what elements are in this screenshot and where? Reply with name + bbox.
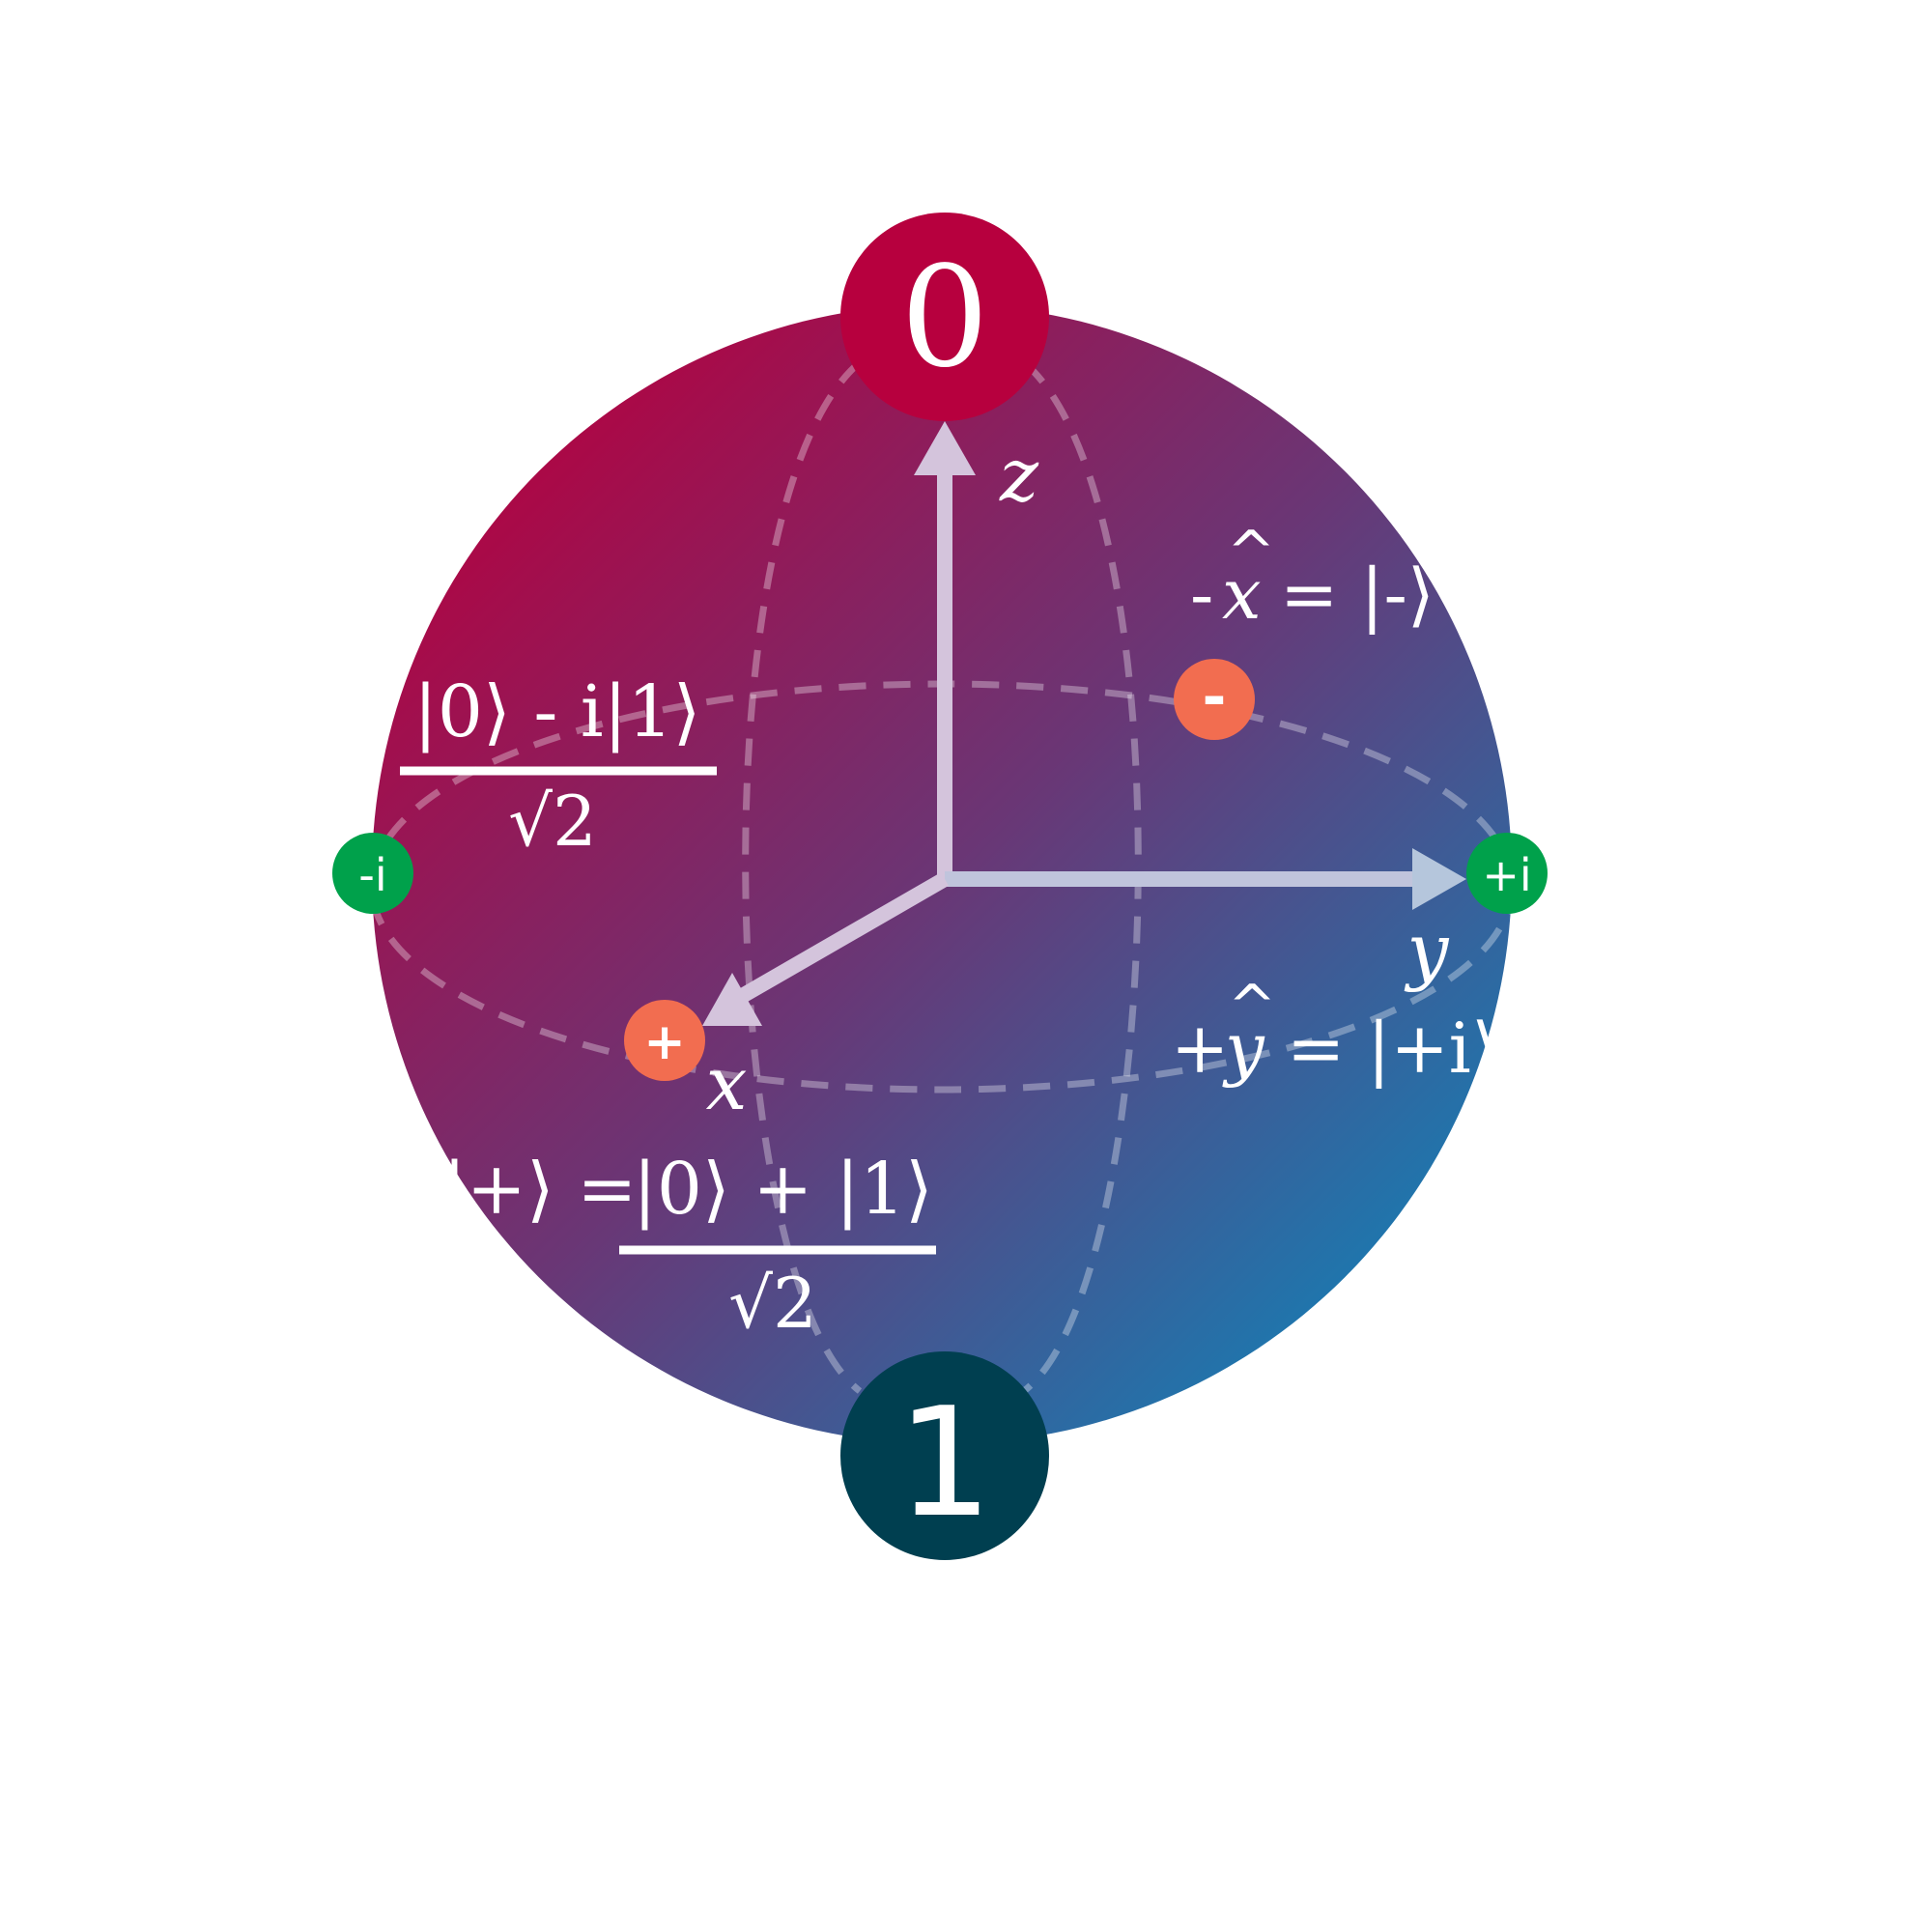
x-axis-arrowhead [702,973,762,1026]
z-axis-arrowhead [914,421,976,475]
plus-y-prefix: + [1171,1008,1229,1089]
axes [702,421,1466,1026]
plus-y-axis-symbol: y [1222,1008,1265,1089]
minus-i-state-formula: |0⟩ - i|1⟩ √2 [400,670,717,862]
plus-state-marker-label: + [643,1013,686,1071]
plus-state-lhs: |+⟩ = [442,1148,637,1231]
y-axis-arrowhead [1412,848,1466,910]
minus-i-denominator: √2 [508,781,597,862]
minus-state-marker [1174,659,1255,740]
zero-state-label: 0 [900,236,989,398]
minus-i-marker-label: -i [358,849,386,901]
minus-state-marker-label: - [1203,664,1227,731]
minus-x-axis-symbol: x [1222,554,1262,635]
left-meridian-dashed-line [742,359,863,1394]
z-axis-label: z [999,432,1039,518]
minus-x-hat: ^ [1227,519,1275,586]
plus-i-marker-label: +i [1482,849,1531,901]
minus-x-prefix: - [1190,554,1213,635]
x-axis-line [740,872,949,1002]
minus-i-marker [332,833,413,914]
y-axis-label: y [1405,907,1450,993]
plus-i-marker [1466,833,1548,914]
plus-state-marker [624,1000,705,1081]
minus-x-equation: = |-⟩ [1280,554,1435,635]
zero-state-pole [840,213,1049,421]
minus-i-numerator: |0⟩ - i|1⟩ [413,670,700,753]
one-state-label: 1 [896,1375,992,1550]
plus-state-numerator: |0⟩ + |1⟩ [633,1148,933,1231]
minus-x-label: - x ^ = |-⟩ [1190,519,1435,635]
right-meridian-dashed-line [1021,359,1142,1394]
plus-y-hat: ^ [1228,973,1276,1040]
plus-state-formula: |+⟩ = |0⟩ + |1⟩ √2 [442,1148,936,1344]
plus-y-label: + y ^ = |+i⟩ [1171,973,1498,1089]
x-axis-label: x [706,1040,748,1126]
plus-state-denominator: √2 [728,1263,817,1344]
plus-y-equation: = |+i⟩ [1287,1008,1498,1089]
one-state-pole [840,1351,1049,1560]
